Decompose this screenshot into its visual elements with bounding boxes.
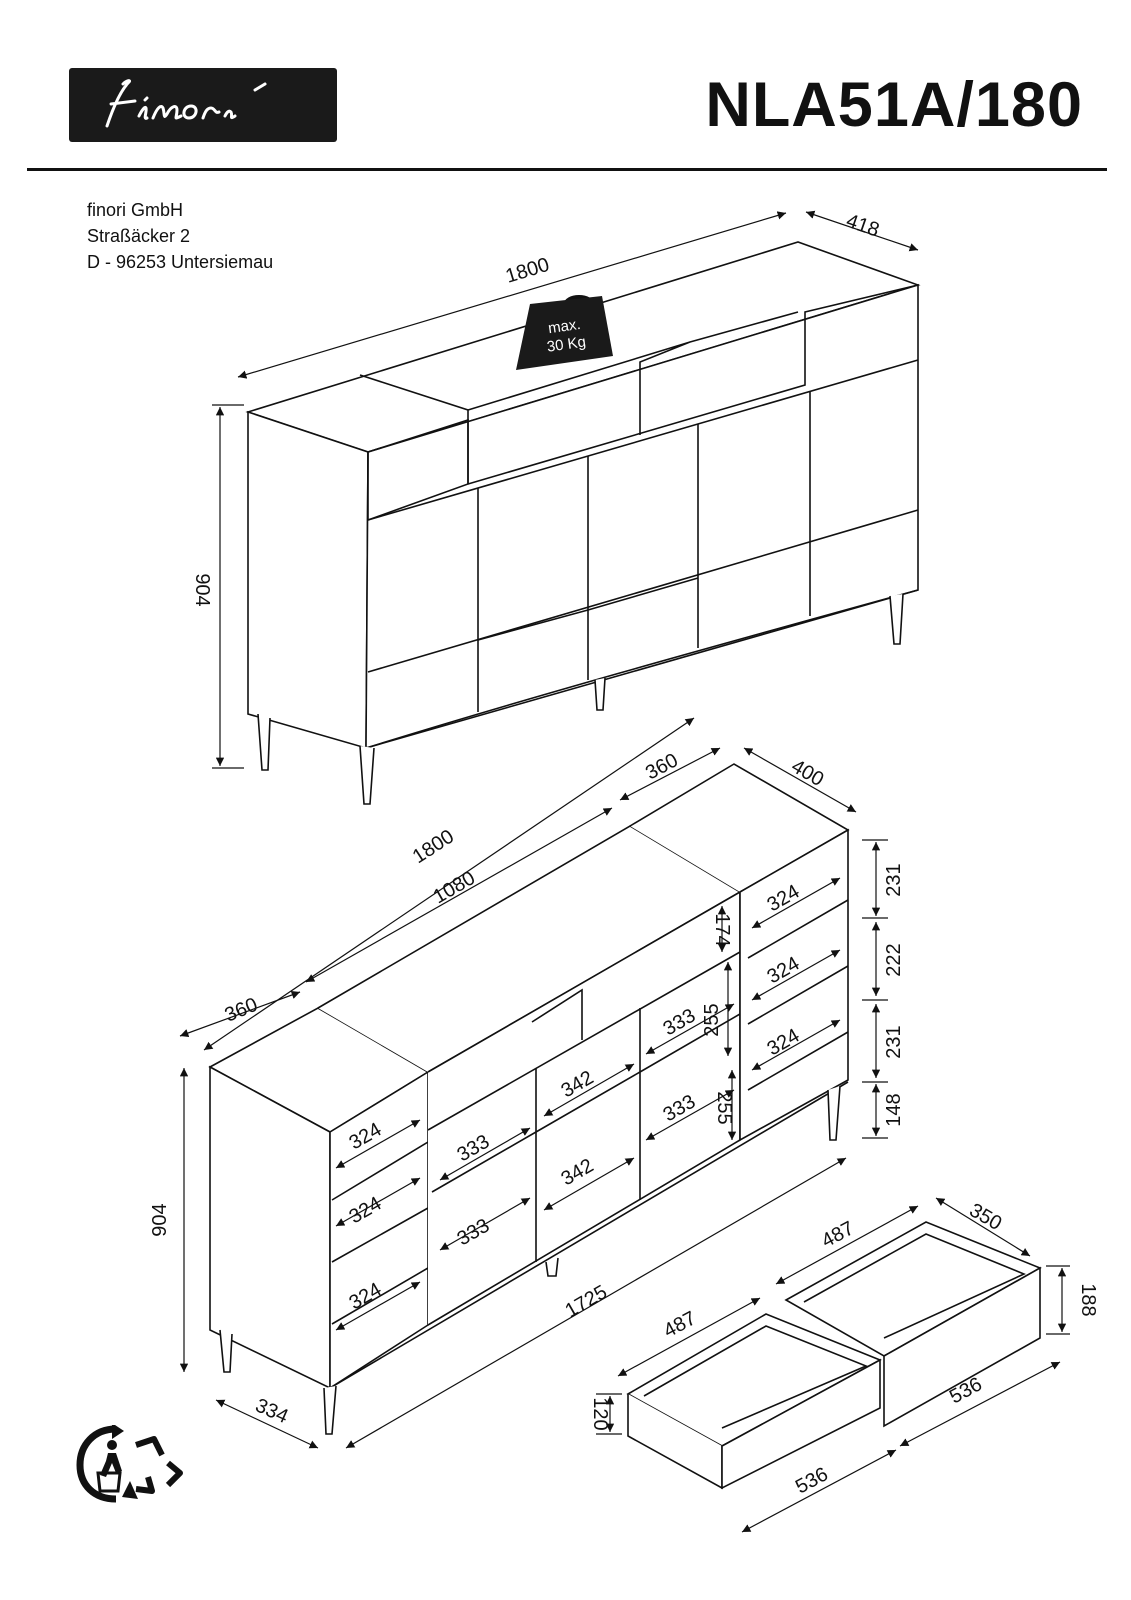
drawers-drawing	[626, 1221, 1042, 1490]
drawer-depth-label: 350	[966, 1199, 1006, 1235]
finori-logo-script	[105, 79, 267, 128]
right-row-height-2: 222	[883, 943, 905, 976]
interior-right-module-label: 360	[642, 749, 682, 784]
triman-recycle-icon	[76, 1425, 183, 1503]
header-divider	[27, 168, 1107, 171]
right-row-height-1: 231	[883, 863, 905, 896]
drawer-width-back-label: 487	[818, 1217, 858, 1252]
address-line-city: D - 96253 Untersiemau	[87, 252, 274, 272]
interior-depth-bottom-label: 334	[252, 1394, 291, 1428]
interior-depth-top-label: 400	[788, 755, 828, 791]
manufacturer-address: finori GmbH Straßäcker 2 D - 96253 Unter…	[87, 197, 273, 275]
drawer-height-left-label: 120	[589, 1397, 611, 1430]
interior-base-width-label: 1725	[562, 1281, 612, 1322]
overview-depth-label: 418	[843, 210, 882, 242]
mid-height-3: 255	[713, 1091, 735, 1124]
overview-width-label: 1800	[503, 254, 552, 288]
address-line-street: Straßäcker 2	[87, 226, 191, 246]
mid-height-2: 255	[701, 1003, 723, 1036]
interior-dimension-lines	[179, 717, 888, 1449]
address-line-company: finori GmbH	[87, 200, 184, 220]
interior-height-label: 904	[149, 1203, 171, 1236]
interior-total-width-label: 1800	[409, 826, 458, 869]
model-number: NLA51A/180	[705, 70, 1083, 140]
drawer-front-front-label: 536	[792, 1463, 832, 1498]
interior-middle-width-label: 1080	[430, 867, 480, 908]
drawer-dimension-lines	[596, 1197, 1070, 1533]
right-row-height-3: 231	[883, 1025, 905, 1058]
overview-height-label: 904	[191, 573, 213, 606]
drawer-height-right-label: 188	[1077, 1283, 1099, 1316]
drawer-width-front-label: 487	[660, 1307, 700, 1342]
right-row-height-4: 148	[883, 1093, 905, 1126]
finori-logo	[69, 68, 337, 142]
interior-left-module-label: 360	[222, 994, 261, 1027]
mid-height-1: 174	[711, 913, 733, 946]
